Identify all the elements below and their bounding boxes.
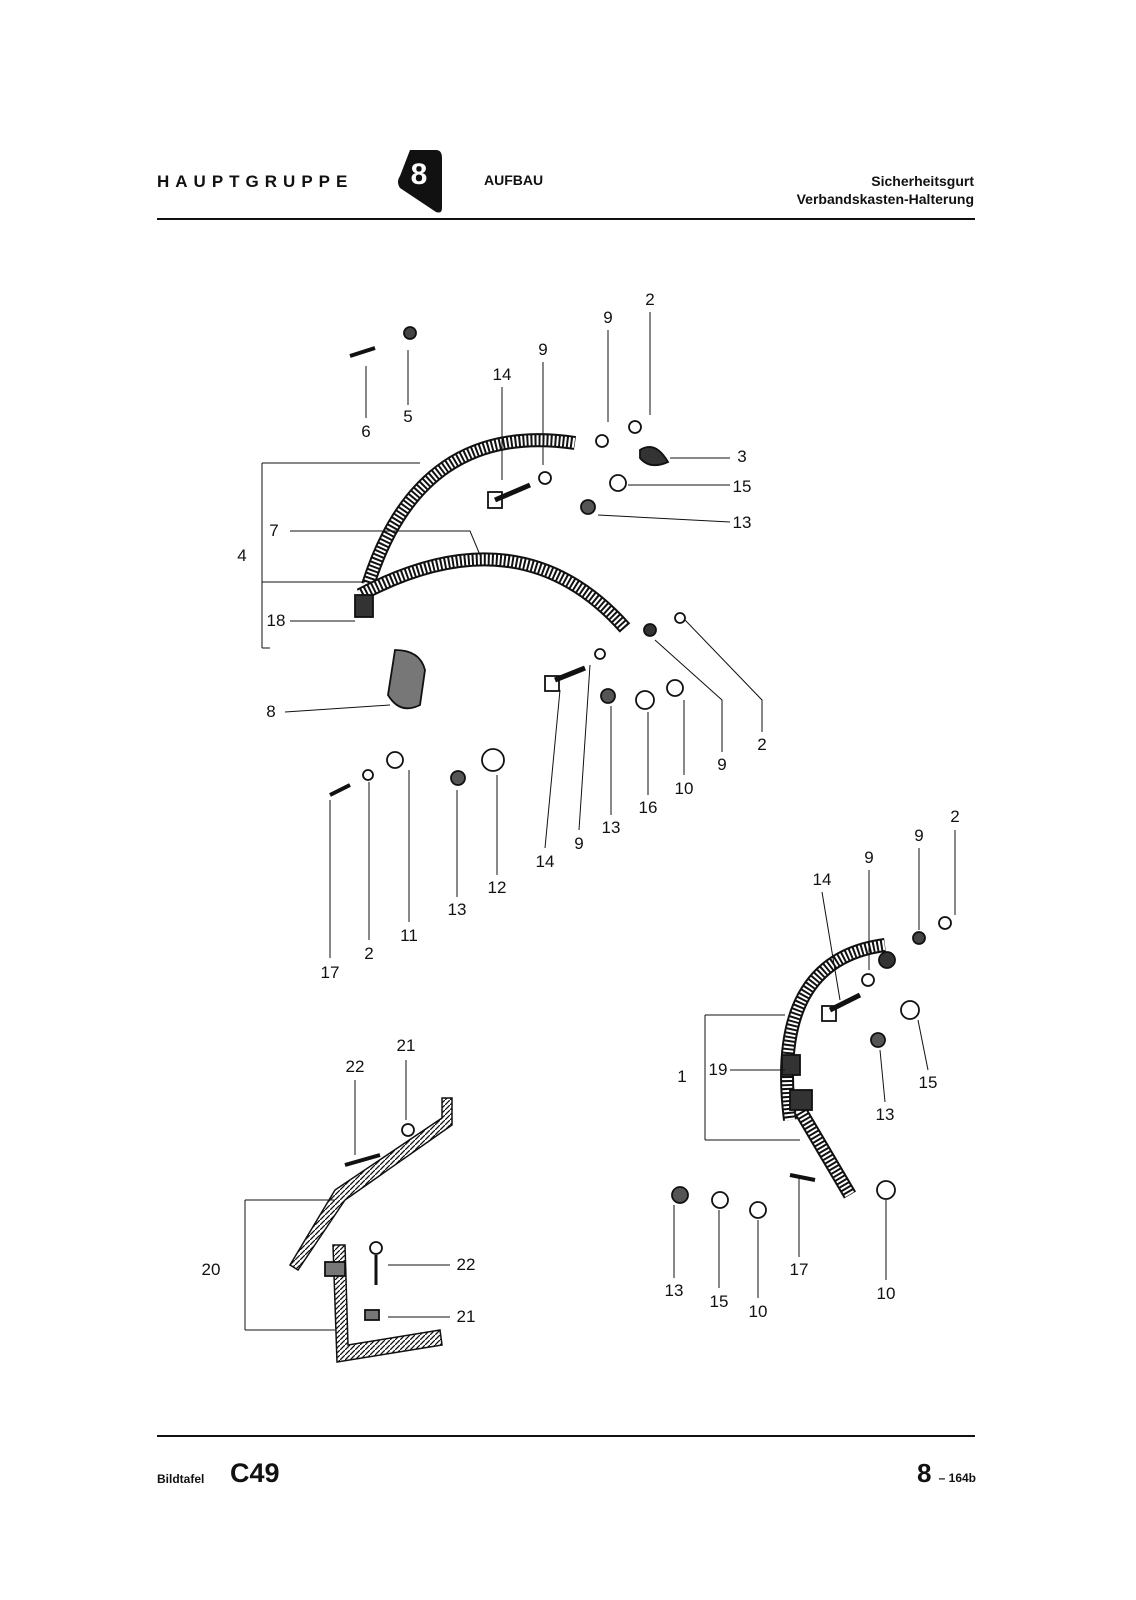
callout: 9 xyxy=(914,826,924,845)
callout: 15 xyxy=(732,477,752,496)
callout: 13 xyxy=(732,513,752,532)
section-label: AUFBAU xyxy=(484,172,544,188)
callout: 10 xyxy=(674,779,694,798)
callout: 8 xyxy=(266,702,276,721)
callout: 13 xyxy=(875,1105,895,1124)
header-divider xyxy=(157,218,975,220)
callout: 2 xyxy=(364,944,374,963)
main-group-label: HAUPTGRUPPE xyxy=(157,172,354,191)
callout: 15 xyxy=(918,1073,938,1092)
callout: 12 xyxy=(487,878,507,897)
callout: 13 xyxy=(601,818,621,837)
callout: 19 xyxy=(708,1060,728,1079)
callout: 6 xyxy=(361,422,371,441)
page-group: 8 xyxy=(916,1458,932,1488)
lower-belt-strap xyxy=(356,552,631,633)
callout: 11 xyxy=(400,926,418,945)
callout: 9 xyxy=(717,755,727,774)
upper-belt-strap xyxy=(361,433,577,588)
callout: 22 xyxy=(456,1255,476,1274)
callout: 2 xyxy=(645,290,655,309)
plate-number: C49 xyxy=(230,1458,280,1488)
callout: 14 xyxy=(535,852,555,871)
callout: 18 xyxy=(266,611,286,630)
callout: 17 xyxy=(789,1260,809,1279)
callout: 17 xyxy=(320,963,340,982)
badge-shape-icon xyxy=(398,150,442,213)
leader-lines xyxy=(244,312,956,1331)
callout: 13 xyxy=(664,1281,684,1300)
callout: 9 xyxy=(603,308,613,327)
callout: 15 xyxy=(709,1292,729,1311)
callout: 13 xyxy=(447,900,467,919)
callout: 14 xyxy=(492,365,512,384)
callout: 7 xyxy=(269,521,279,540)
callout: 2 xyxy=(757,735,767,754)
page-title: Sicherheitsgurt Verbandskasten-Halterung xyxy=(797,172,974,208)
callout: 4 xyxy=(237,546,247,565)
callout: 20 xyxy=(201,1260,221,1279)
first-aid-kit-bracket xyxy=(288,1097,453,1363)
page-suffix: – 164b xyxy=(938,1471,976,1485)
group-number-badge: 8 xyxy=(396,148,442,216)
callout: 3 xyxy=(737,447,747,466)
callout: 16 xyxy=(638,798,658,817)
title-line-1: Sicherheitsgurt xyxy=(871,173,974,189)
callout: 5 xyxy=(403,407,413,426)
title-line-2: Verbandskasten-Halterung xyxy=(796,191,974,207)
callout: 1 xyxy=(677,1067,687,1086)
callout: 9 xyxy=(864,848,874,867)
callout: 9 xyxy=(538,340,548,359)
small-parts xyxy=(324,326,952,1321)
callout: 21 xyxy=(396,1036,416,1055)
footer-divider xyxy=(157,1435,975,1437)
right-belt-strap xyxy=(780,938,886,1199)
callout: 10 xyxy=(876,1284,896,1303)
page-number: 8 – 164b xyxy=(917,1458,976,1489)
callout: 9 xyxy=(574,834,584,853)
callout: 2 xyxy=(950,807,960,826)
plate-label: Bildtafel xyxy=(157,1472,205,1486)
callout: 10 xyxy=(748,1302,768,1321)
callout: 22 xyxy=(345,1057,365,1076)
callout: 14 xyxy=(812,870,832,889)
group-number: 8 xyxy=(410,158,428,191)
callout: 21 xyxy=(456,1307,476,1326)
